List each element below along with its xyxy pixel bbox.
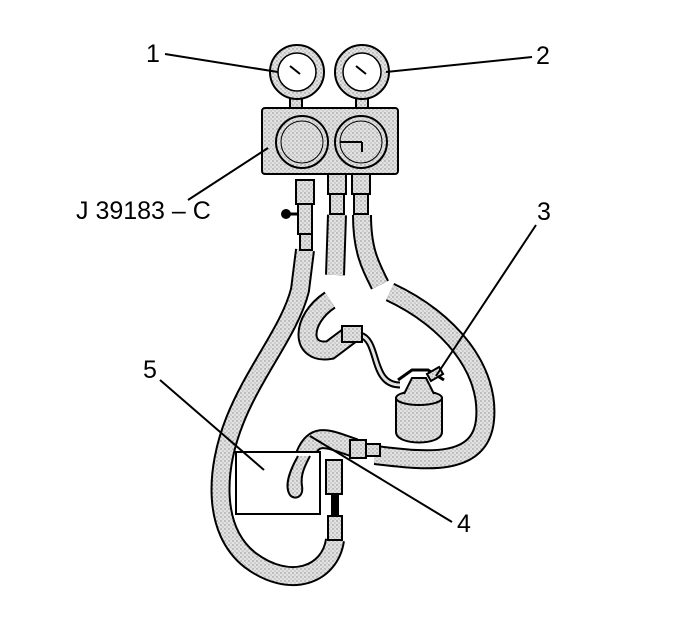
vacuum-pump-unit: [235, 451, 321, 515]
high-side-valve-knob: [334, 115, 388, 169]
center-hose: [297, 214, 401, 389]
callout-5: 5: [143, 356, 157, 384]
bottom-coupling: [325, 459, 343, 541]
center-fitting: [327, 171, 347, 215]
right-hose: [352, 214, 496, 470]
refrigerant-container: [395, 365, 445, 444]
manifold-gauge-set: [261, 44, 399, 175]
right-fitting: [351, 171, 371, 215]
high-side-gauge: [334, 44, 390, 100]
low-side-gauge: [269, 44, 325, 100]
left-service-hose: [210, 248, 345, 586]
callout-4: 4: [457, 510, 471, 538]
callout-3: 3: [537, 198, 551, 226]
callout-leaders: [159, 53, 537, 523]
callout-2: 2: [536, 42, 550, 70]
tee-fitting: [341, 325, 363, 343]
pump-right-coupling: [349, 439, 381, 459]
left-fitting: [281, 179, 315, 251]
pump-inlet-hose: [295, 429, 359, 460]
callout-1: 1: [146, 40, 160, 68]
tool-part-number: J 39183 – C: [76, 197, 211, 225]
low-side-valve-knob: [275, 115, 329, 169]
